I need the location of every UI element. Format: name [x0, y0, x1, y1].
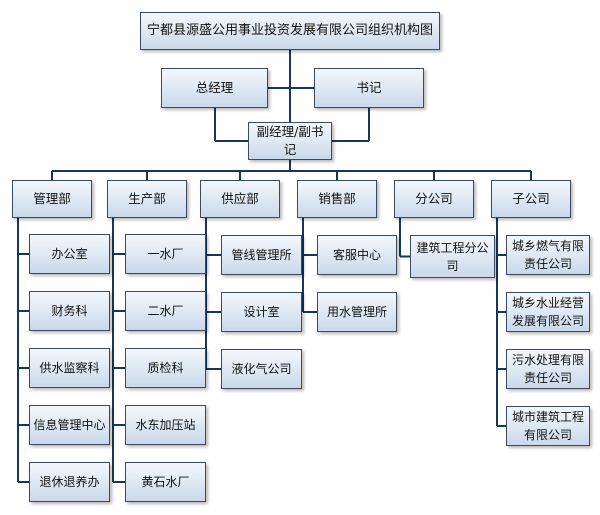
- unit-node: 城乡水业经营发展有限公司: [506, 292, 590, 332]
- unit-node: 财务科: [29, 291, 110, 331]
- unit-node: 质检科: [125, 348, 206, 388]
- general-manager-node: 总经理: [161, 68, 268, 108]
- unit-node: 一水厂: [125, 234, 206, 274]
- unit-node: 退休退养办: [29, 462, 110, 502]
- unit-node: 黄石水厂: [125, 462, 206, 502]
- unit-node: 信息管理中心: [29, 405, 110, 445]
- secretary-node: 书记: [314, 68, 424, 108]
- unit-node: 城乡燃气有限责任公司: [506, 235, 590, 275]
- department-management: 管理部: [12, 180, 92, 218]
- unit-node: 用水管理所: [317, 292, 397, 332]
- department-subsidiary: 子公司: [491, 180, 571, 218]
- department-supply: 供应部: [200, 180, 280, 218]
- department-production: 生产部: [107, 180, 187, 218]
- chart-title: 宁都县源盛公用事业投资发展有限公司组织机构图: [140, 12, 440, 50]
- unit-node: 二水厂: [125, 291, 206, 331]
- unit-node: 污水处理有限责任公司: [506, 349, 590, 389]
- unit-node: 城市建筑工程有限公司: [506, 406, 590, 446]
- unit-node: 客服中心: [317, 235, 397, 275]
- unit-node: 办公室: [29, 234, 110, 274]
- department-sales: 销售部: [297, 180, 377, 218]
- department-branch: 分公司: [394, 180, 474, 218]
- unit-node: 供水监察科: [29, 348, 110, 388]
- unit-node: 管线管理所: [221, 235, 302, 275]
- unit-node: 建筑工程分公司: [410, 235, 495, 278]
- unit-node: 设计室: [221, 292, 302, 332]
- unit-node: 液化气公司: [221, 349, 302, 389]
- deputy-manager-node: 副经理/副书记: [248, 122, 332, 160]
- unit-node: 水东加压站: [125, 405, 206, 445]
